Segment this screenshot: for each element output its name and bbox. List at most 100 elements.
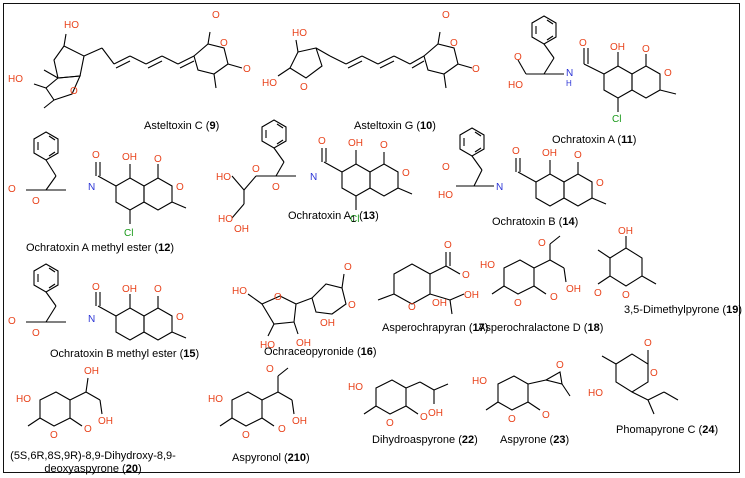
svg-text:HO: HO: [16, 394, 31, 405]
figure-frame: HO HO O O O O HO HO O O O O: [3, 3, 743, 475]
compound-label: Dihydroaspyrone (22): [372, 434, 478, 446]
svg-text:O: O: [70, 86, 78, 97]
compound-label: Asteltoxin C (9): [144, 120, 220, 132]
svg-text:OH: OH: [432, 298, 447, 309]
asteltoxin-g-structure: [277, 31, 473, 89]
svg-text:O: O: [380, 140, 388, 151]
svg-text:O: O: [556, 360, 564, 371]
ochratoxin-a-structure: [517, 43, 677, 112]
svg-text:O: O: [622, 290, 630, 301]
svg-text:O: O: [579, 38, 587, 49]
svg-text:HO: HO: [438, 190, 453, 201]
compound-label: Ochratoxin B (14): [492, 216, 579, 228]
svg-text:O: O: [462, 270, 470, 281]
svg-text:O: O: [212, 10, 220, 21]
svg-text:N: N: [88, 314, 95, 325]
svg-text:Cl: Cl: [612, 114, 621, 125]
compound-label: Aspyronol (210): [232, 452, 310, 464]
svg-text:O: O: [243, 64, 251, 75]
svg-text:HO: HO: [348, 382, 363, 393]
svg-text:O: O: [402, 168, 410, 179]
svg-text:N: N: [566, 68, 573, 79]
svg-text:O: O: [154, 284, 162, 295]
svg-text:O: O: [348, 300, 356, 311]
svg-text:O: O: [472, 64, 480, 75]
svg-text:OH: OH: [566, 284, 581, 295]
svg-text:O: O: [50, 430, 58, 441]
svg-text:OH: OH: [234, 224, 249, 235]
svg-text:O: O: [596, 178, 604, 189]
ochratoxin-a-methyl-ester-structure: [26, 159, 187, 224]
compound-label: Asperochralactone D (18): [478, 322, 604, 334]
svg-text:OH: OH: [618, 226, 633, 237]
dimethylpyrone-structure: [597, 236, 657, 287]
svg-text:O: O: [32, 196, 40, 207]
compound-label: Ochraceopyronide (16): [264, 346, 377, 358]
svg-text:O: O: [650, 368, 658, 379]
svg-text:N: N: [88, 182, 95, 193]
ochratoxin-a1-structure: [231, 147, 413, 219]
svg-text:HO: HO: [208, 394, 223, 405]
compound-label: Ochratoxin A methyl ester (12): [26, 242, 174, 254]
svg-text:O: O: [420, 412, 428, 423]
svg-text:HO: HO: [232, 286, 247, 297]
asperochralactone-d-structure: [491, 235, 567, 295]
compound-label: 3,5-Dimethylpyrone (19): [624, 304, 743, 316]
svg-text:O: O: [512, 146, 520, 157]
svg-text:O: O: [594, 288, 602, 299]
svg-text:O: O: [278, 424, 286, 435]
svg-text:OH: OH: [428, 408, 443, 419]
svg-text:OH: OH: [464, 290, 479, 301]
dihydroxy-deoxyaspyrone-structure: [27, 377, 103, 427]
compound-label: (5S,6R,8S,9R)-8,9-Dihydroxy-8,9-deoxyasp…: [10, 450, 176, 475]
aspyronol-structure: [219, 367, 295, 427]
svg-text:O: O: [514, 52, 522, 63]
svg-text:OH: OH: [122, 152, 137, 163]
svg-text:HO: HO: [588, 388, 603, 399]
svg-text:OH: OH: [348, 138, 363, 149]
ochratoxin-b-structure: [456, 155, 607, 207]
aspyrone-structure: [485, 371, 571, 411]
svg-text:O: O: [176, 312, 184, 323]
svg-text:HO: HO: [260, 340, 275, 351]
svg-text:Cl: Cl: [124, 228, 133, 239]
compound-label: Asperochrapyran (17): [382, 322, 489, 334]
svg-text:HO: HO: [64, 20, 79, 31]
phomapyrone-c-structure: [601, 350, 679, 415]
svg-text:O: O: [242, 430, 250, 441]
svg-text:OH: OH: [296, 338, 311, 349]
asperochrapyran-structure: [377, 252, 465, 315]
svg-text:O: O: [542, 410, 550, 421]
svg-text:OH: OH: [98, 416, 113, 427]
compound-label: Asteltoxin G (10): [354, 120, 436, 132]
svg-text:O: O: [664, 68, 672, 79]
svg-text:O: O: [220, 38, 228, 49]
svg-text:OH: OH: [610, 42, 625, 53]
svg-text:HO: HO: [480, 260, 495, 271]
svg-text:O: O: [408, 302, 416, 313]
svg-text:OH: OH: [122, 284, 137, 295]
svg-text:O: O: [272, 182, 280, 193]
svg-text:O: O: [344, 262, 352, 273]
svg-text:O: O: [92, 282, 100, 293]
svg-text:HO: HO: [508, 80, 523, 91]
svg-text:OH: OH: [542, 148, 557, 159]
svg-text:O: O: [386, 418, 394, 429]
svg-text:O: O: [574, 150, 582, 161]
svg-text:O: O: [154, 154, 162, 165]
svg-text:O: O: [442, 162, 450, 173]
ochratoxin-b-methyl-ester-structure: [26, 291, 187, 341]
svg-text:O: O: [508, 414, 516, 425]
svg-text:O: O: [92, 150, 100, 161]
svg-text:O: O: [8, 316, 16, 327]
svg-text:O: O: [550, 292, 558, 303]
svg-text:O: O: [450, 38, 458, 49]
compound-label: Ochratoxin A (11): [552, 134, 637, 146]
svg-text:HO: HO: [8, 74, 23, 85]
svg-text:O: O: [642, 44, 650, 55]
svg-text:O: O: [300, 82, 308, 93]
svg-text:O: O: [444, 240, 452, 251]
svg-text:HO: HO: [292, 28, 307, 39]
svg-text:HO: HO: [472, 376, 487, 387]
structure-canvas: HO HO O O O O HO HO O O O O: [8, 10, 679, 441]
